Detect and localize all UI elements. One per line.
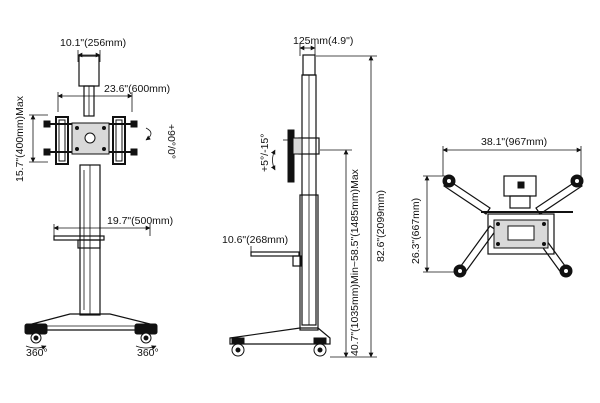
front-view: 10.1"(256mm) 23.6"(600mm) 15.7"(400mm)Ma… <box>14 37 177 359</box>
front-tilt-label: +90°/0° <box>165 124 177 159</box>
side-total-height-label: 82.6"(2099mm) <box>375 190 387 262</box>
vesa-mount-frame <box>43 116 138 165</box>
side-height-range-label: 40.7"(1035mm)Min~58.5"(1485mm)Max <box>349 168 361 356</box>
side-column <box>298 74 320 331</box>
bracket-view: 38.1"(967mm) 26.3"(667mm) <box>410 136 584 278</box>
side-height-range-dimension: 40.7"(1035mm)Min~58.5"(1485mm)Max <box>320 149 361 358</box>
front-mount-width-label: 23.6"(600mm) <box>104 83 170 95</box>
bracket-height-dimension: 26.3"(667mm) <box>410 175 460 273</box>
side-total-height-dimension: 82.6"(2099mm) <box>316 55 387 358</box>
top-box <box>78 55 100 87</box>
side-shelf-depth-label: 10.6"(268mm) <box>222 234 288 246</box>
front-mount-width-dimension: 23.6"(600mm) <box>57 83 170 112</box>
swivel-right-label: 360° <box>137 347 159 359</box>
bracket-center-plate <box>487 213 555 255</box>
bracket-width-label: 38.1"(967mm) <box>481 136 547 148</box>
front-tilt-indicator: +90°/0° <box>145 124 177 159</box>
bracket-width-dimension: 38.1"(967mm) <box>442 136 582 176</box>
front-shelf-width-label: 19.7"(500mm) <box>107 215 173 227</box>
side-column-depth-label: 125mm(4.9") <box>293 35 353 47</box>
side-tilt-indicator: +5°/-15° <box>259 134 276 172</box>
bracket-height-label: 26.3"(667mm) <box>410 198 422 264</box>
side-view: 125mm(4.9") +5°/-15° 10.6"(268mm) <box>222 35 387 358</box>
swivel-left-label: 360° <box>26 347 48 359</box>
bracket-top-clamp <box>503 175 537 209</box>
side-column-depth-dimension: 125mm(4.9") <box>293 35 353 56</box>
side-base <box>229 327 331 357</box>
swivel-right-indicator: 360° <box>135 345 159 359</box>
swivel-left-indicator: 360° <box>25 345 48 359</box>
front-mount-height-label: 15.7"(400mm)Max <box>14 95 26 182</box>
bracket-arms <box>442 174 584 278</box>
side-tilt-label: +5°/-15° <box>259 134 271 172</box>
front-mount-height-dimension: 15.7"(400mm)Max <box>14 95 48 182</box>
front-base <box>24 313 158 344</box>
front-top-width-dimension: 10.1"(256mm) <box>60 37 126 62</box>
front-top-width-label: 10.1"(256mm) <box>60 37 126 49</box>
side-tilt-head <box>283 129 303 183</box>
front-shelf-width-dimension: 19.7"(500mm) <box>53 215 173 236</box>
side-top-box <box>302 54 316 76</box>
side-shelf: 10.6"(268mm) <box>222 234 302 267</box>
front-shelf <box>53 235 105 249</box>
